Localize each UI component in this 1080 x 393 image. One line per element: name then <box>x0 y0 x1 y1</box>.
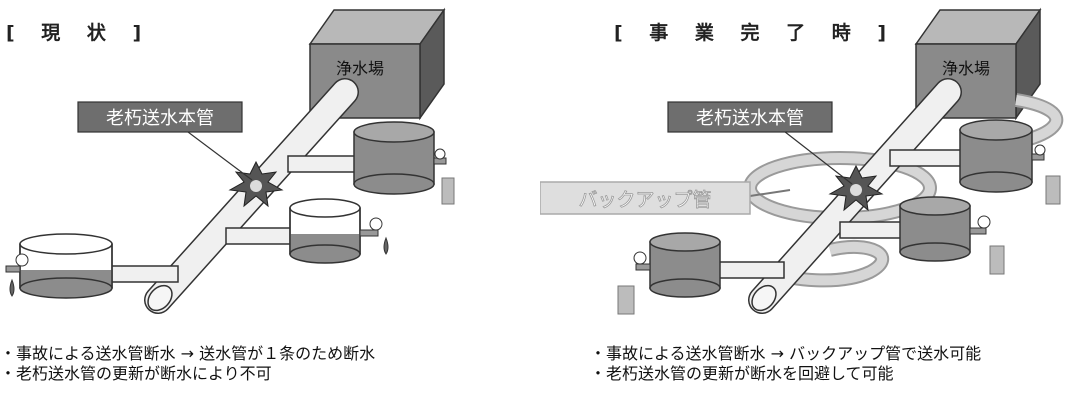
note-item: ・老朽送水管の更新が断水により不可 <box>0 364 272 383</box>
branch-pipe-left <box>107 265 179 283</box>
branch-pipe-right <box>889 149 971 167</box>
faucet-icon <box>617 251 651 315</box>
water-treatment-plant: 浄水場 <box>914 7 1042 121</box>
water-tank-left <box>649 232 721 298</box>
facility-label: 浄水場 <box>336 59 384 78</box>
water-tank-right <box>353 121 435 195</box>
water-tank-middle <box>289 198 361 264</box>
notes-current: ・事故による送水管断水 → 送水管が１条のため断水 ・老朽送水管の更新が断水によ… <box>0 344 375 384</box>
faucet-icon <box>433 148 455 205</box>
water-tank-middle <box>899 196 971 262</box>
branch-pipe-middle <box>225 227 297 245</box>
water-tank-left <box>19 233 113 299</box>
backup-pipe-label-text: バックアップ管 <box>578 189 711 211</box>
faucet-icon <box>359 217 389 255</box>
old-main-pipe-label: 老朽送水本管 <box>667 101 853 185</box>
current-state-diagram: 浄水場 <box>5 7 455 314</box>
backup-pipe-label: バックアップ管 <box>540 181 751 215</box>
note-item: ・事故による送水管断水 → バックアップ管で送水可能 <box>590 344 982 363</box>
note-item: ・老朽送水管の更新が断水を回避して可能 <box>590 364 894 383</box>
note-item: ・事故による送水管断水 → 送水管が１条のため断水 <box>0 344 376 363</box>
completed-state-panel: [ 事 業 完 了 時 ] 浄水場 <box>540 0 1080 393</box>
water-tank-right <box>959 119 1033 193</box>
main-pipe-label-text: 老朽送水本管 <box>106 108 214 129</box>
main-pipe-label-text: 老朽送水本管 <box>696 108 804 129</box>
current-state-panel: [ 現 状 ] 浄水場 <box>0 7 455 384</box>
branch-pipe-left <box>709 261 785 279</box>
completed-state-diagram: 浄水場 <box>540 7 1064 315</box>
notes-completed: ・事故による送水管断水 → バックアップ管で送水可能 ・老朽送水管の更新が断水を… <box>590 344 981 384</box>
faucet-icon <box>969 215 1005 275</box>
faucet-icon <box>1031 144 1061 205</box>
panel-title-completed: [ 事 業 完 了 時 ] <box>614 22 897 44</box>
panel-title-current: [ 現 状 ] <box>6 22 152 44</box>
faucet-icon <box>5 253 29 297</box>
branch-pipe-middle <box>839 221 907 239</box>
old-main-pipe-label: 老朽送水本管 <box>77 101 253 181</box>
facility-label: 浄水場 <box>942 59 990 78</box>
